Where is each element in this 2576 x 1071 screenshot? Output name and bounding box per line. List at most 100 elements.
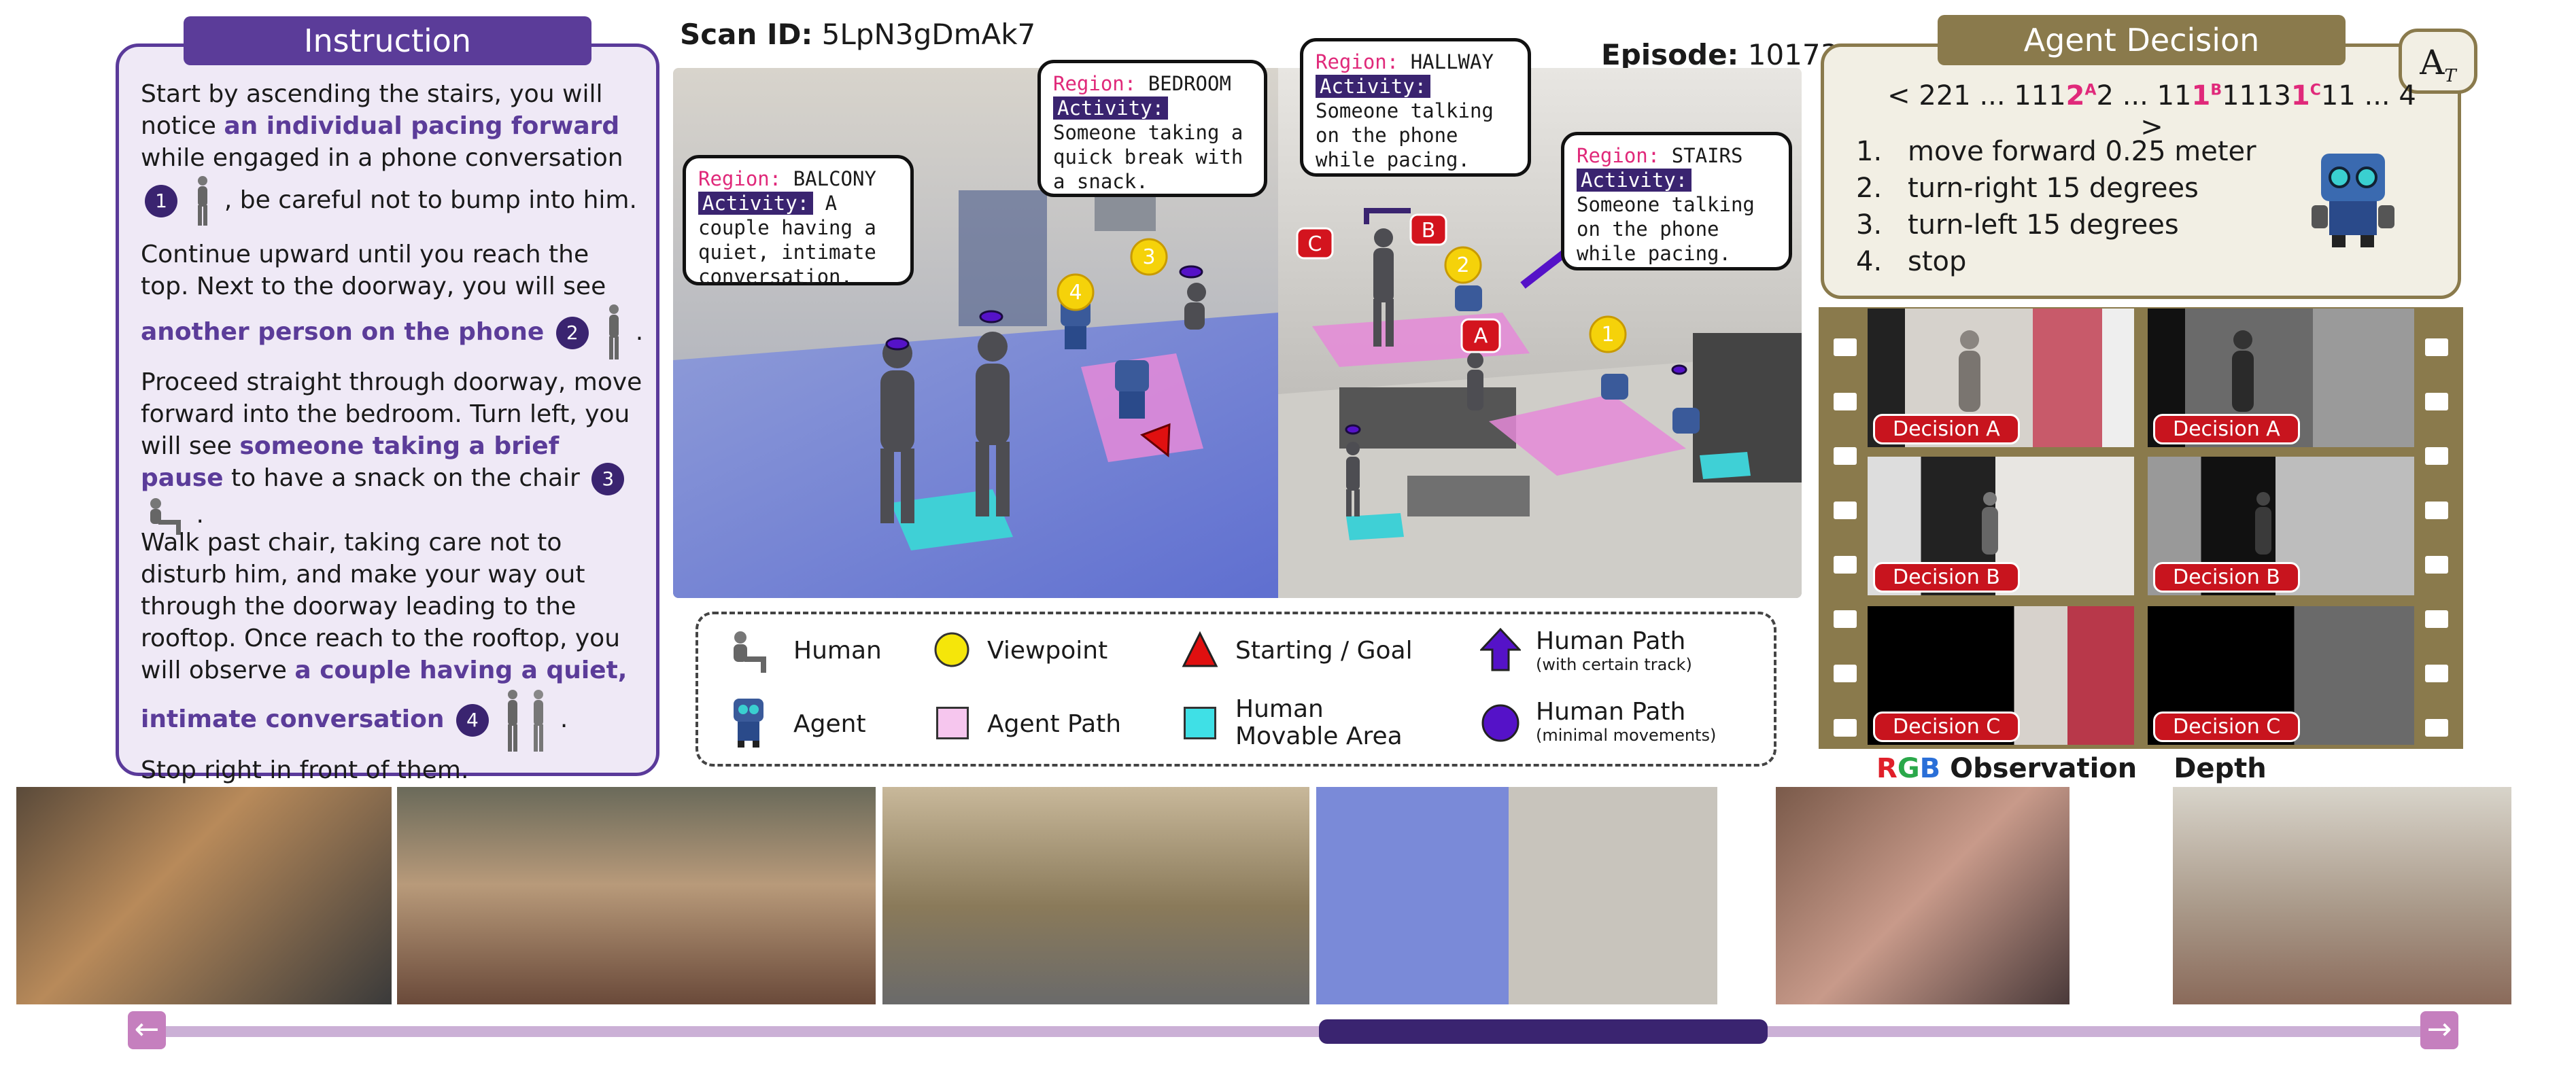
action-text: turn-left 15 degrees [1908, 209, 2179, 241]
activity-label: Activity: [1577, 169, 1692, 192]
seq-sup-c: C [2309, 82, 2321, 99]
depth-observation-c: Decision C [2148, 606, 2414, 745]
arrow-right-icon[interactable]: → [2420, 1011, 2458, 1049]
bubble-bedroom: Region: BEDROOM Activity: Someone taking… [1037, 60, 1267, 197]
legend-human-path-track-label: Human Path [1536, 627, 1686, 655]
decision-label-b: Decision B [2153, 562, 2300, 593]
instr-highlight: an individual pacing forward [224, 112, 620, 140]
film-hole [2425, 556, 2448, 574]
legend-agent-path: Agent Path [987, 710, 1122, 738]
film-hole [1834, 610, 1857, 628]
action-text: stop [1908, 246, 1967, 277]
viewpoint-2: 2 [1456, 253, 1469, 277]
film-hole [2425, 719, 2448, 737]
scene-slider-track[interactable] [128, 1026, 2453, 1037]
action-number: 2. [1856, 173, 1883, 204]
scene-thumbnail-4[interactable] [1316, 787, 1717, 1004]
legend-human-path-track-note: (with certain track) [1536, 655, 1692, 674]
sitting-human-icon [150, 498, 181, 535]
instr-text: Stop right in front of them. [141, 756, 469, 784]
scene-thumbnail-1[interactable] [16, 787, 392, 1004]
action-item: 1.move forward 0.25 meter [1856, 133, 2256, 170]
region-label: Region: [1316, 50, 1399, 73]
instr-text: Walk past chair, taking care not to dist… [141, 529, 621, 684]
bubble-stairs: Region: STAIRS Activity: Someone talking… [1561, 132, 1792, 270]
legend-movable-line1: Human [1235, 695, 1324, 723]
depth-observation-b: Decision B [2148, 457, 2414, 595]
seq-sup-a: A [2084, 82, 2097, 99]
step-number-4: 4 [456, 704, 489, 737]
seq-part: 2 ... 11 [2096, 80, 2192, 111]
scene-thumbnail-2[interactable] [397, 787, 876, 1004]
scene-thumbnail-5[interactable] [1776, 787, 2070, 1004]
seq-pick-c: 1 [2290, 80, 2310, 111]
activity-label: Activity: [1053, 96, 1169, 120]
step-number-1: 1 [145, 185, 177, 217]
instruction-title: Instruction [184, 16, 591, 65]
instr-text: while engaged in a phone conversation [141, 144, 623, 172]
instr-text: . [560, 705, 568, 733]
instruction-step-2: Continue upward until you reach the top.… [141, 239, 644, 364]
arrow-left-icon[interactable]: ← [128, 1011, 166, 1049]
human-silhouette [1982, 492, 1998, 555]
decision-label-a: Decision A [2153, 414, 2300, 444]
human-silhouette [2255, 492, 2271, 555]
legend-human-path-track: Human Path(with certain track) [1536, 627, 1692, 675]
decision-markers [1296, 213, 1501, 353]
seq-pick-b: 1 [2191, 80, 2211, 111]
instruction-step-1: Start by ascending the stairs, you will … [141, 78, 644, 228]
movable-area [1346, 513, 1404, 540]
film-hole [1834, 556, 1857, 574]
start-goal-legend-icon [1182, 631, 1218, 667]
rgb-r: R [1876, 753, 1897, 784]
step-number-2: 2 [555, 317, 589, 349]
episode: Episode: 10173 [1601, 38, 1838, 71]
film-hole [1834, 338, 1857, 356]
legend-movable-line2: Movable Area [1235, 722, 1403, 750]
film-hole [1834, 502, 1857, 519]
decision-sequence: < 221 ... 1112A2 ... 111B11131C11 ... 4 … [1880, 80, 2424, 143]
viewpoint-numbers: 1 2 3 4 [1069, 245, 1614, 347]
instruction-panel: Start by ascending the stairs, you will … [116, 43, 659, 784]
human-silhouette [1959, 330, 1980, 412]
scene-thumbnail-6[interactable] [2173, 787, 2511, 1004]
scan-id-label: Scan ID: [680, 18, 813, 51]
rgb-observation-c: Decision C [1868, 606, 2134, 745]
legend-human-path-min-label: Human Path [1536, 698, 1686, 726]
movable-area [1700, 452, 1751, 479]
action-text: move forward 0.25 meter [1908, 136, 2256, 167]
marker-b: B [1422, 219, 1436, 243]
scene-slider-thumb[interactable] [1319, 1019, 1768, 1044]
couple-figure-icon [508, 690, 544, 752]
agent-symbol-letter: A [2420, 43, 2445, 82]
seq-part: 1113 [2222, 80, 2291, 111]
film-hole [1834, 719, 1857, 737]
agent-path-legend-icon [936, 707, 969, 739]
instruction-step-3: Proceed straight through doorway, move f… [141, 366, 644, 536]
human-legend-icon [734, 631, 766, 673]
human-figure-icon [609, 304, 619, 359]
activity-label: Activity: [1316, 75, 1431, 98]
viewpoint-markers [1057, 238, 1627, 353]
instr-highlight: someone taking a brief pause [141, 432, 560, 492]
action-number: 3. [1856, 209, 1883, 241]
film-hole [2425, 502, 2448, 519]
marker-c: C [1308, 232, 1322, 256]
agent-symbol: AT [2399, 29, 2477, 94]
human-path-arrow-icon [1480, 628, 1521, 671]
film-hole [2425, 447, 2448, 465]
activity-value: Someone talking on the phone while pacin… [1316, 99, 1494, 171]
viewpoint-legend-icon [934, 632, 969, 667]
instr-text: , be careful not to bump into him. [224, 186, 637, 214]
film-hole [2425, 610, 2448, 628]
region-value: BALCONY [793, 167, 876, 190]
human-path-dot-icon [1481, 704, 1519, 742]
decision-label-a: Decision A [1873, 414, 2020, 444]
viewpoint-3: 3 [1142, 245, 1155, 269]
legend-human-path-min: Human Path(minimal movements) [1536, 699, 1716, 745]
observation-filmstrip: Decision A Decision A Decision B Decisio… [1819, 307, 2463, 749]
human-silhouette [2232, 330, 2254, 412]
scene-thumbnail-3[interactable] [882, 787, 1309, 1004]
action-item: 4.stop [1856, 243, 2256, 280]
